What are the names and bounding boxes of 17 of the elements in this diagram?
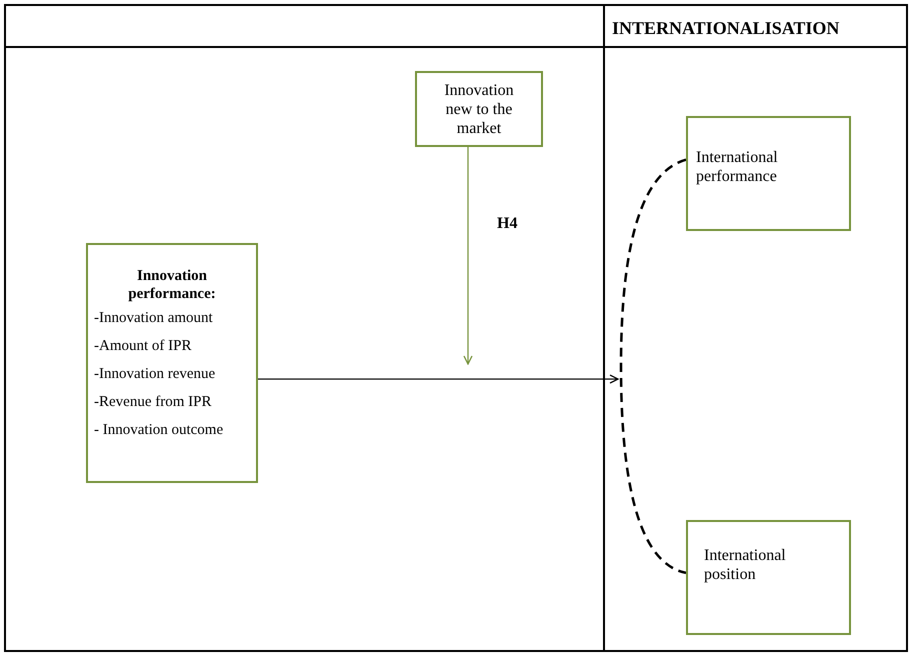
outcome-box xyxy=(686,116,851,231)
column-header: INTERNATIONALISATION xyxy=(612,18,840,39)
box-heading: Innovation performance: xyxy=(127,267,217,303)
list-item: -Amount of IPR xyxy=(94,337,192,355)
dashed-curve xyxy=(620,158,686,574)
outcome-box xyxy=(686,520,851,635)
list-item: -Innovation amount xyxy=(94,309,214,327)
list-item: -Revenue from IPR xyxy=(94,393,212,411)
arrow xyxy=(258,374,619,384)
list-item: - Innovation outcome xyxy=(94,421,224,439)
box-label: Innovation new to the market xyxy=(443,81,515,139)
box-label: International position xyxy=(704,546,787,584)
construct-box xyxy=(86,243,258,483)
list-item: -Innovation revenue xyxy=(94,365,216,383)
moderator-box xyxy=(415,71,543,147)
box-label: International performance xyxy=(696,148,779,186)
arrow xyxy=(463,147,473,365)
